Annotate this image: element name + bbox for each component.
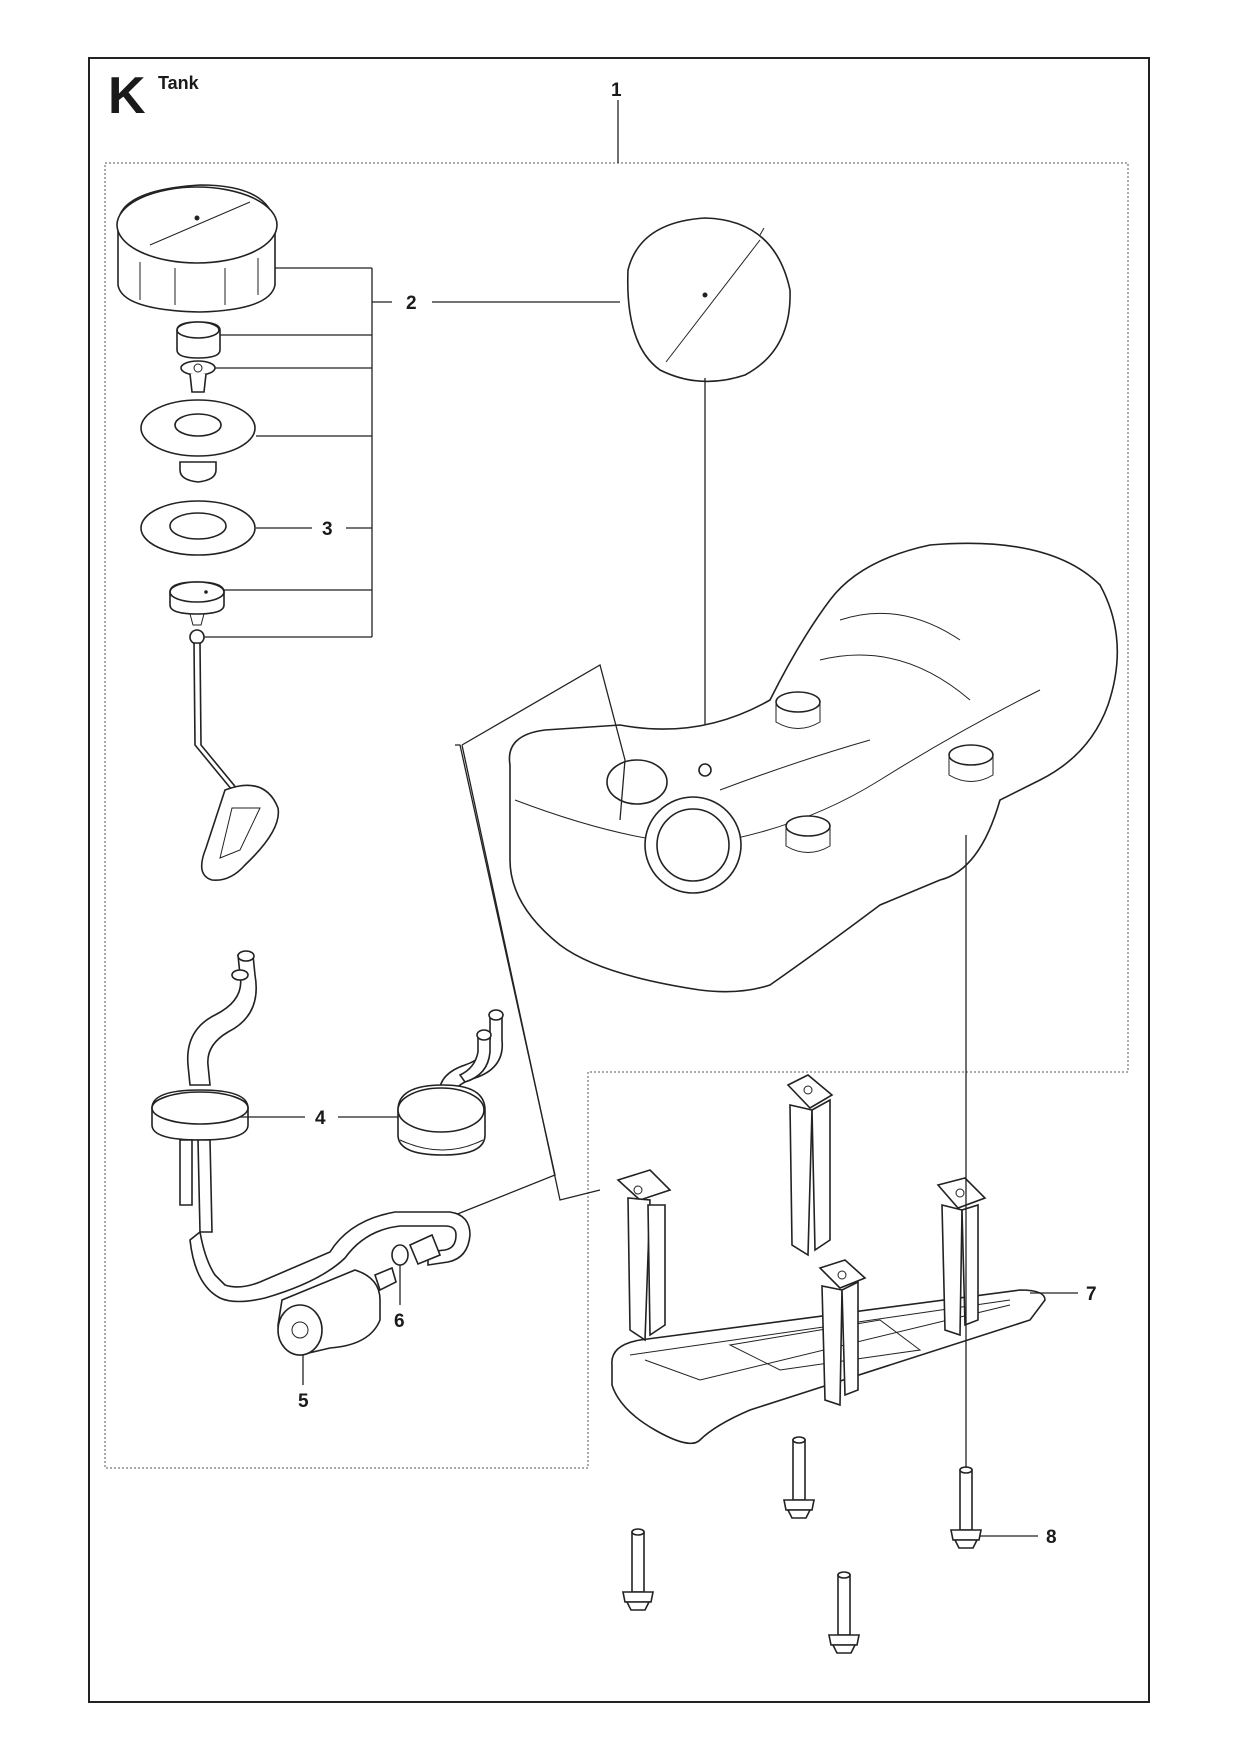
fuel-tank (508, 542, 1119, 993)
screw (950, 1466, 982, 1549)
callout-8: 8 (1046, 1527, 1057, 1548)
callout-6: 6 (394, 1311, 405, 1332)
callout-2: 2 (406, 293, 417, 314)
section-letter: K (108, 67, 146, 125)
screw (783, 1436, 815, 1519)
pickup-reference-outline (461, 664, 626, 1201)
screw (828, 1571, 860, 1654)
callout-3: 3 (322, 519, 333, 540)
cap-clip (180, 360, 216, 393)
fuel-cap (116, 184, 278, 313)
fuel-line-grommet-left (151, 950, 257, 1233)
fuel-line-grommet-right (397, 1009, 504, 1156)
page-frame (88, 57, 1150, 1703)
tank-bracket (611, 1074, 1046, 1445)
fuel-filter (277, 1266, 397, 1356)
callout-7: 7 (1086, 1284, 1097, 1305)
callout-5: 5 (298, 1391, 309, 1412)
hose-clamp (391, 1233, 442, 1266)
screw (622, 1528, 654, 1611)
cap-insert (176, 321, 221, 359)
tank-vent (169, 581, 225, 626)
section-title: Tank (158, 73, 199, 93)
fuel-hose (189, 1211, 471, 1303)
callout-1: 1 (611, 80, 622, 101)
cap-gasket (140, 500, 256, 556)
pickup-reference-side (454, 744, 556, 1216)
callout-4: 4 (315, 1108, 326, 1129)
leader-2-group (204, 267, 620, 638)
strap-and-handle (189, 629, 280, 882)
cap-retainer (140, 399, 256, 483)
